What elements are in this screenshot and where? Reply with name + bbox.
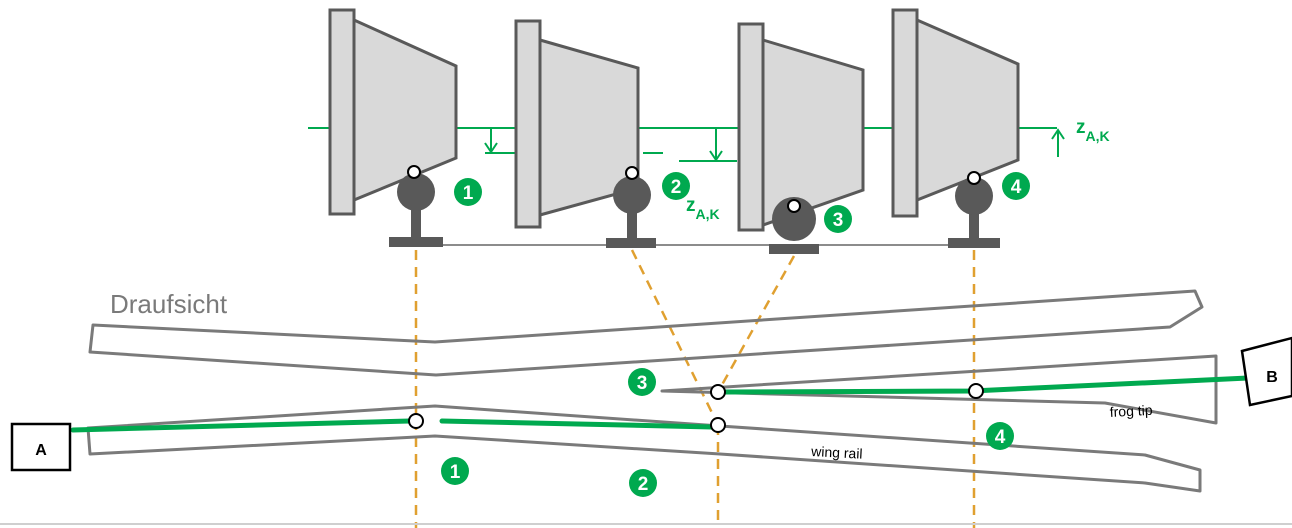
svg-text:4: 4	[1011, 177, 1022, 198]
svg-text:3: 3	[637, 373, 648, 394]
frog-tip-label: frog tip	[1109, 402, 1153, 420]
endpoint-b: B	[1240, 336, 1292, 407]
top-marker-2: 2	[662, 172, 690, 200]
down-arrow-1	[484, 128, 498, 154]
wheel-section-2	[514, 19, 656, 248]
top-marker-4: 4	[1002, 172, 1030, 200]
wing-rail-outline	[86, 404, 1202, 493]
wheel-section-3	[737, 22, 865, 254]
upper-rail-outline	[88, 289, 1204, 377]
top-marker-1: 1	[454, 178, 482, 206]
contact-point-4	[968, 383, 984, 399]
wheel-section-1	[328, 8, 458, 247]
plan-marker-3: 3	[628, 368, 656, 396]
wheel-section-4	[891, 8, 1020, 248]
svg-text:2: 2	[671, 177, 682, 198]
svg-text:1: 1	[463, 183, 474, 204]
contact-point-2	[710, 417, 726, 433]
endpoint-a: A	[10, 422, 72, 472]
svg-text:2: 2	[638, 474, 649, 495]
contact-point-3	[710, 384, 726, 400]
up-arrow	[1051, 128, 1065, 157]
frog-outline	[660, 354, 1218, 425]
down-arrow-2	[709, 128, 723, 162]
z-label-main: zA,K	[1076, 117, 1110, 144]
top-marker-3: 3	[824, 205, 852, 233]
contact-point-1	[408, 413, 424, 429]
plan-marker-4: 4	[986, 422, 1014, 450]
view-label: Draufsicht	[110, 289, 228, 319]
svg-text:1: 1	[450, 462, 461, 483]
svg-text:3: 3	[833, 210, 844, 231]
svg-text:A: A	[35, 442, 47, 459]
svg-text:4: 4	[995, 427, 1006, 448]
svg-text:B: B	[1266, 369, 1278, 386]
z-label-second: zA,K	[686, 195, 720, 222]
plan-marker-1: 1	[441, 457, 469, 485]
plan-marker-2: 2	[629, 469, 657, 497]
wing-rail-label: wing rail	[810, 443, 863, 462]
